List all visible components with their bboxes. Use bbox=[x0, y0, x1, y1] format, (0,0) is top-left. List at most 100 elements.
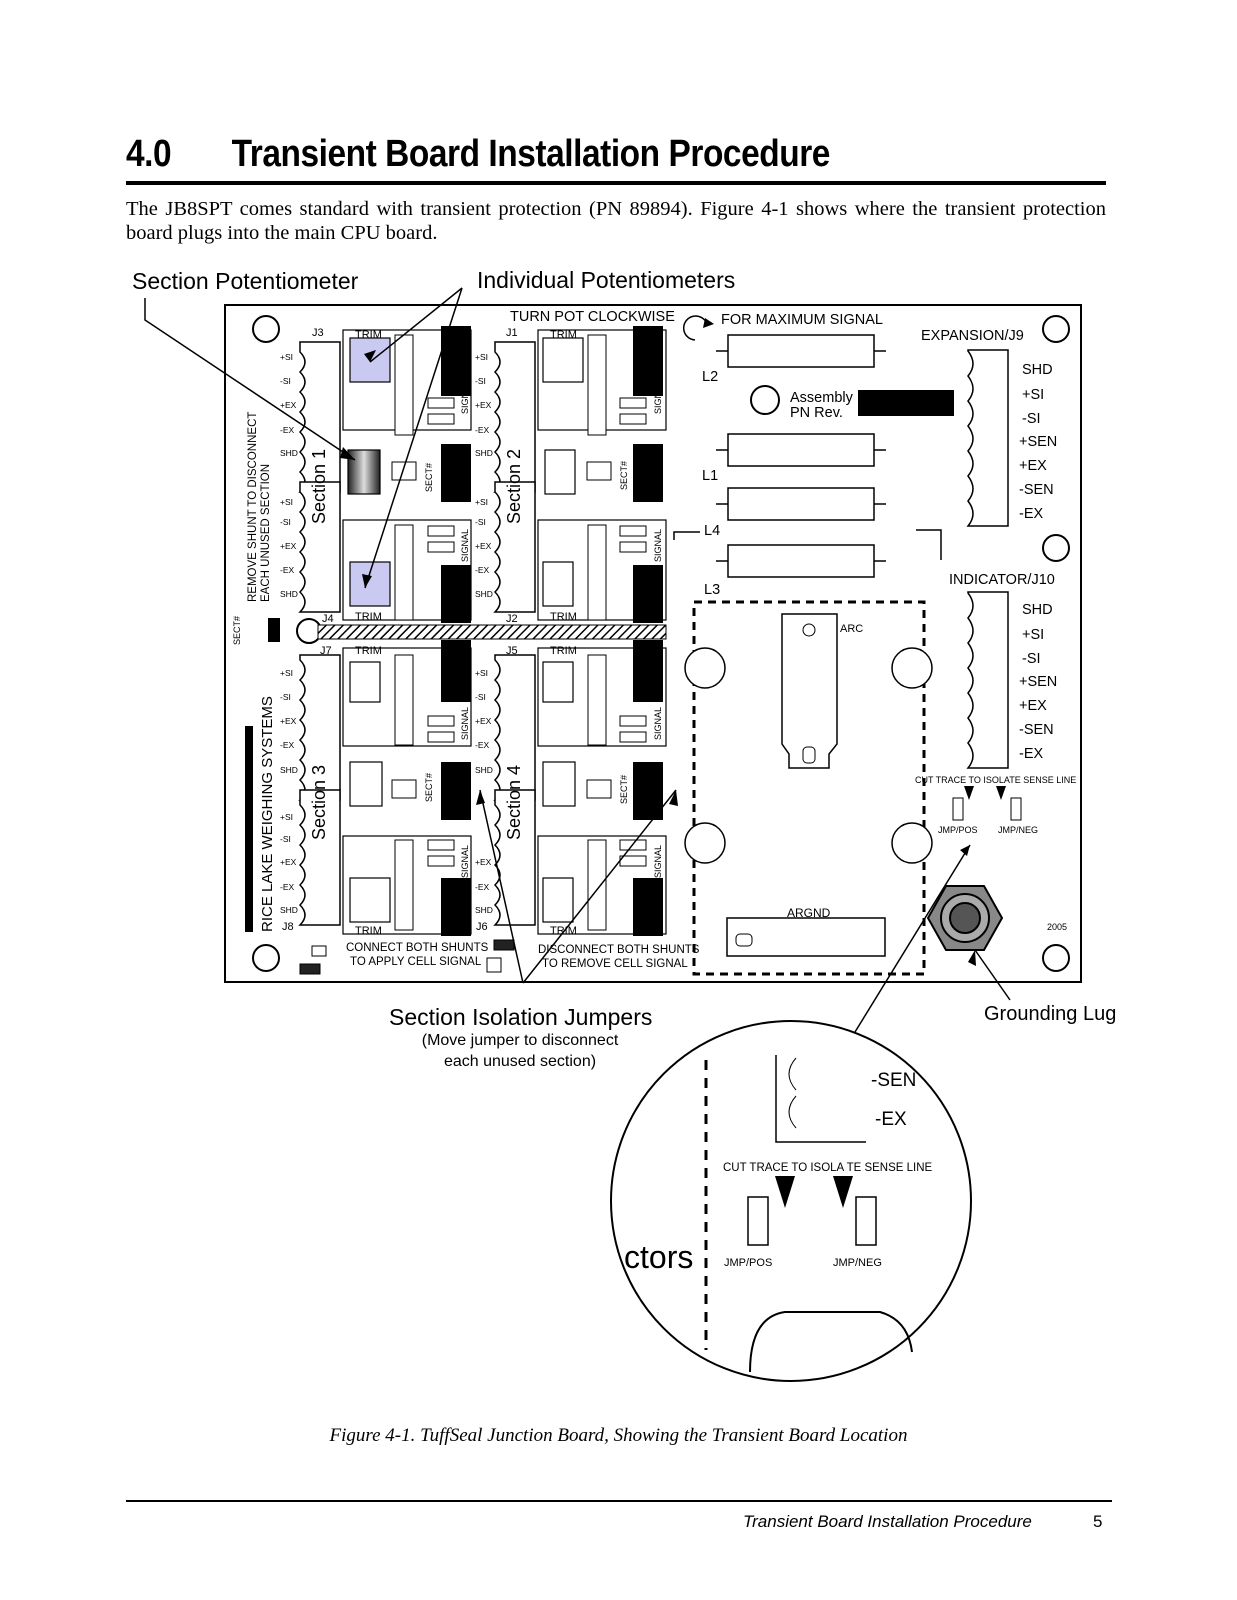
signal-label-6: SIGNAL bbox=[653, 707, 663, 740]
cell-label-1: CELL# bbox=[442, 362, 452, 390]
j2-minus-si: -SI bbox=[475, 517, 486, 527]
heading-rule bbox=[126, 181, 1106, 185]
brand-label: RICE LAKE WEIGHING SYSTEMS bbox=[259, 696, 276, 932]
trim-pots bbox=[347, 337, 584, 923]
jumper-note-line-2: each unused section) bbox=[443, 1053, 597, 1070]
j8-plus-ex: +EX bbox=[280, 857, 297, 867]
pn-rev-label: PN Rev. bbox=[790, 405, 843, 421]
j5-shd: SHD bbox=[475, 765, 493, 775]
section-3-label: Section 3 bbox=[309, 765, 329, 840]
turn-pot-label: TURN POT CLOCKWISE bbox=[510, 309, 675, 325]
inductor-l3: L3 bbox=[704, 582, 720, 598]
jmp-neg-pad bbox=[1010, 797, 1022, 821]
jmp-pos-pad bbox=[952, 797, 964, 821]
footer-rule bbox=[126, 1500, 1112, 1502]
indicator-label: INDICATOR/J10 bbox=[949, 572, 1055, 588]
j4-plus-ex: +EX bbox=[280, 541, 297, 551]
trim-label-2: TRIM bbox=[550, 329, 577, 341]
j7-shd: SHD bbox=[280, 765, 298, 775]
j9-terminal-minus-ex: -EX bbox=[1019, 506, 1044, 522]
cell-label-7: CELL# bbox=[442, 898, 452, 926]
transient-board-holes bbox=[684, 647, 933, 864]
zoom-partial-text: ctors bbox=[624, 1239, 693, 1275]
argnd-bracket bbox=[726, 917, 886, 957]
signal-label-7: SIGNAL bbox=[460, 845, 470, 878]
mounting-holes bbox=[252, 315, 1070, 972]
footer-section-title: Transient Board Installation Procedure bbox=[743, 1512, 1032, 1531]
j10-terminal-plus-sen: +SEN bbox=[1019, 674, 1057, 690]
intro-paragraph: The JB8SPT comes standard with transient… bbox=[126, 198, 1106, 244]
callout-section-isolation-jumpers: Section Isolation Jumpers bbox=[389, 1004, 653, 1030]
j7-minus-si: -SI bbox=[280, 692, 291, 702]
cell-label-5: CELL# bbox=[442, 662, 452, 690]
j8-minus-ex: -EX bbox=[280, 882, 295, 892]
board-cut-trace-label: CUT TRACE TO ISOLATE SENSE LINE bbox=[915, 775, 1076, 785]
hatched-bus-bar bbox=[317, 624, 667, 640]
arc-bracket bbox=[781, 613, 838, 769]
black-header-blocks bbox=[245, 326, 954, 936]
j3-plus-ex: +EX bbox=[280, 400, 297, 410]
section-number: 4.0 bbox=[126, 133, 172, 175]
zoom-sen-label: -SEN bbox=[871, 1070, 916, 1091]
inductor-l2: L2 bbox=[702, 369, 718, 385]
callout-section-potentiometer: Section Potentiometer bbox=[132, 268, 359, 294]
connector-j2: J2 bbox=[506, 613, 518, 625]
sect-side-label: SECT# bbox=[232, 616, 242, 645]
zoom-ex-label: -EX bbox=[875, 1109, 907, 1130]
connect-shunts-line-1: CONNECT BOTH SHUNTS bbox=[346, 942, 489, 954]
j1-shd: SHD bbox=[475, 448, 493, 458]
j3-plus-si: +SI bbox=[280, 352, 293, 362]
footer-page-number: 5 bbox=[1093, 1512, 1103, 1531]
inductors bbox=[716, 334, 886, 578]
connector-j7: J7 bbox=[320, 645, 332, 657]
j10-terminal-minus-si: -SI bbox=[1022, 651, 1041, 667]
argnd-label: ARGND bbox=[787, 906, 831, 920]
j6-shd: SHD bbox=[475, 905, 493, 915]
zoom-cut-arrow-right bbox=[833, 1176, 853, 1208]
j7-plus-ex: +EX bbox=[280, 716, 297, 726]
sect-label-3: SECT# bbox=[424, 773, 434, 802]
j5-minus-si: -SI bbox=[475, 692, 486, 702]
section-2-label: Section 2 bbox=[504, 449, 524, 524]
inductor-l1: L1 bbox=[702, 468, 718, 484]
callout-individual-potentiometers: Individual Potentiometers bbox=[477, 267, 736, 293]
connector-j4: J4 bbox=[322, 613, 334, 625]
trim-label-6: TRIM bbox=[550, 645, 577, 657]
j2-plus-si: +SI bbox=[475, 497, 488, 507]
zoom-jmp-pos-label: JMP/POS bbox=[724, 1257, 772, 1269]
trim-label-4: TRIM bbox=[550, 611, 577, 623]
arc-label: ARC bbox=[840, 623, 863, 635]
j9-terminal-minus-si: -SI bbox=[1022, 411, 1041, 427]
connector-j5: J5 bbox=[506, 645, 518, 657]
section-heading: 4.0 Transient Board Installation Procedur… bbox=[126, 133, 830, 176]
j9-terminal-minus-sen: -SEN bbox=[1019, 482, 1054, 498]
signal-label-8: SIGNAL bbox=[653, 845, 663, 878]
resistor-ladders bbox=[391, 334, 612, 931]
board-jmp-neg-label: JMP/NEG bbox=[998, 825, 1038, 835]
zoom-jmp-pos-pad bbox=[747, 1196, 769, 1246]
year-label: 2005 bbox=[1047, 922, 1067, 932]
callout-grounding-lug: Grounding Lug bbox=[984, 1003, 1117, 1025]
disconnect-shunts-line-2: TO REMOVE CELL SIGNAL bbox=[542, 958, 688, 970]
j8-plus-si: +SI bbox=[280, 812, 293, 822]
j9-terminal-plus-ex: +EX bbox=[1019, 458, 1047, 474]
zoom-trace bbox=[775, 1055, 866, 1143]
j5-plus-ex: +EX bbox=[475, 716, 492, 726]
j10-terminal-minus-ex: -EX bbox=[1019, 746, 1044, 762]
j6-plus-ex: +EX bbox=[475, 857, 492, 867]
j7-minus-ex: -EX bbox=[280, 740, 295, 750]
j8-minus-si: -SI bbox=[280, 834, 291, 844]
j3-minus-si: -SI bbox=[280, 376, 291, 386]
signal-label-3: SIGNAL bbox=[460, 529, 470, 562]
j1-plus-ex: +EX bbox=[475, 400, 492, 410]
clockwise-arrow-icon bbox=[682, 315, 708, 341]
j1-minus-si: -SI bbox=[475, 376, 486, 386]
connector-j8: J8 bbox=[282, 921, 294, 933]
zoom-cut-trace-label: CUT TRACE TO ISOLA TE SENSE LINE bbox=[723, 1162, 933, 1174]
connector-j1: J1 bbox=[506, 327, 518, 339]
trim-label-8: TRIM bbox=[550, 925, 577, 937]
j4-minus-ex: -EX bbox=[280, 565, 295, 575]
trim-label-7: TRIM bbox=[355, 925, 382, 937]
section-title: Transient Board Installation Procedure bbox=[231, 133, 831, 175]
j1-plus-si: +SI bbox=[475, 352, 488, 362]
